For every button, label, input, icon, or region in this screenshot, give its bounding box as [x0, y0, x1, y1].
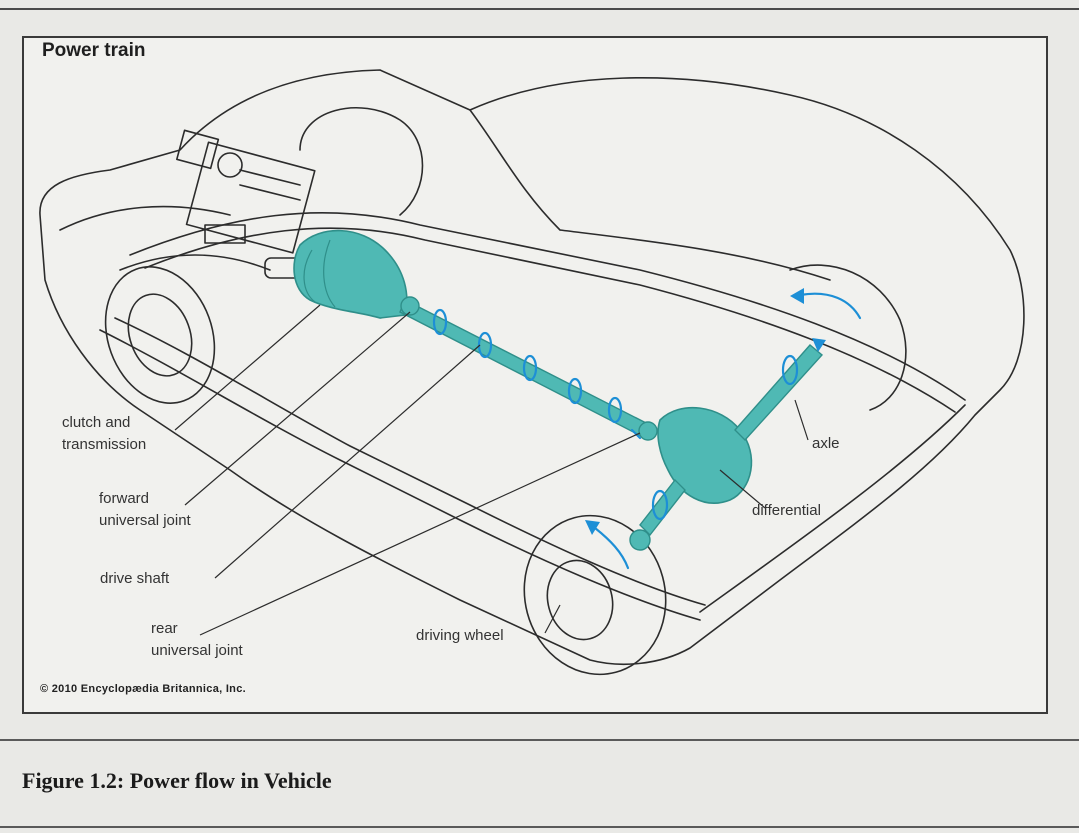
label-differential-text: differential: [752, 500, 821, 522]
caption-top-rule: [0, 739, 1079, 741]
label-rear-line2: universal joint: [151, 640, 243, 662]
label-differential: differential: [752, 500, 821, 522]
label-driving-wheel: driving wheel: [416, 625, 504, 647]
frame-rail-lower: [100, 330, 700, 620]
copyright-notice: © 2010 Encyclopædia Britannica, Inc.: [40, 683, 246, 695]
label-axle: axle: [812, 433, 840, 455]
frame-rail-upper: [130, 213, 965, 400]
label-rear-line1: rear: [151, 618, 243, 640]
label-clutch-and-transmission: clutch and transmission: [62, 412, 146, 456]
frame-rail-lower-inner: [115, 318, 705, 605]
label-forward-line2: universal joint: [99, 510, 191, 532]
figure-title: Power train: [42, 40, 145, 62]
label-clutch-line2: transmission: [62, 434, 146, 456]
label-forward-universal-joint: forward universal joint: [99, 488, 191, 532]
axle-shape: [735, 345, 822, 440]
caption-bottom-rule: [0, 826, 1079, 828]
figure-caption: Figure 1.2: Power flow in Vehicle: [22, 768, 332, 794]
front-right-wheel: [300, 108, 423, 215]
label-clutch-line1: clutch and: [62, 412, 146, 434]
transmission-housing: [294, 231, 407, 318]
rear-universal-joint-shape: [639, 422, 657, 440]
label-driving-wheel-text: driving wheel: [416, 625, 504, 647]
label-drive-shaft-text: drive shaft: [100, 568, 169, 590]
label-forward-line1: forward: [99, 488, 191, 510]
label-axle-text: axle: [812, 433, 840, 455]
label-rear-universal-joint: rear universal joint: [151, 618, 243, 662]
roof-line: [470, 110, 830, 280]
drivetrain-components: [294, 231, 822, 550]
label-drive-shaft: drive shaft: [100, 568, 169, 590]
